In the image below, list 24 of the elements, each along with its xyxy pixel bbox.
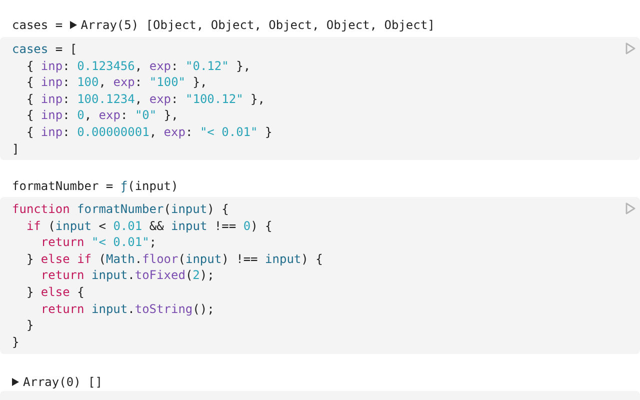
code-line: { inp: 0.123456, exp: "0.12" }, xyxy=(25,58,251,74)
code-line: { inp: 100.1234, exp: "100.12" }, xyxy=(25,90,265,108)
code-line: if (input < 0.01 && input !== 0) { xyxy=(25,218,272,234)
code-line: return "< 0.01"; xyxy=(40,234,157,251)
output-value: Array(0) [] xyxy=(23,374,102,391)
function-symbol: ƒ xyxy=(120,178,128,195)
code-line: return input.toString(); xyxy=(40,300,214,318)
code-line: { inp: 0, exp: "0" }, xyxy=(25,107,178,124)
code-line: function formatNumber(input) { xyxy=(12,201,229,218)
code-line: return input.toFixed(2); xyxy=(40,267,214,284)
code-line: cases = [ xyxy=(12,41,78,58)
output-value: (input) xyxy=(128,178,178,195)
code-line: } else { xyxy=(25,284,84,301)
code-line: } xyxy=(12,334,20,350)
code-line: ] xyxy=(12,140,20,158)
code-line: } xyxy=(25,317,34,334)
code-line: } else if (Math.floor(input) !== input) { xyxy=(25,250,323,268)
output-label: formatNumber = xyxy=(12,178,114,195)
code-cell xyxy=(0,197,640,354)
code-line: { inp: 0.00000001, exp: "< 0.01" } xyxy=(25,124,272,141)
output-label: cases = xyxy=(12,17,64,34)
code-cell xyxy=(0,37,640,160)
code-line: { inp: 100, exp: "100" }, xyxy=(25,74,208,91)
output-value: Array(5) [Object, Object, Object, Object, Object] xyxy=(80,17,435,34)
